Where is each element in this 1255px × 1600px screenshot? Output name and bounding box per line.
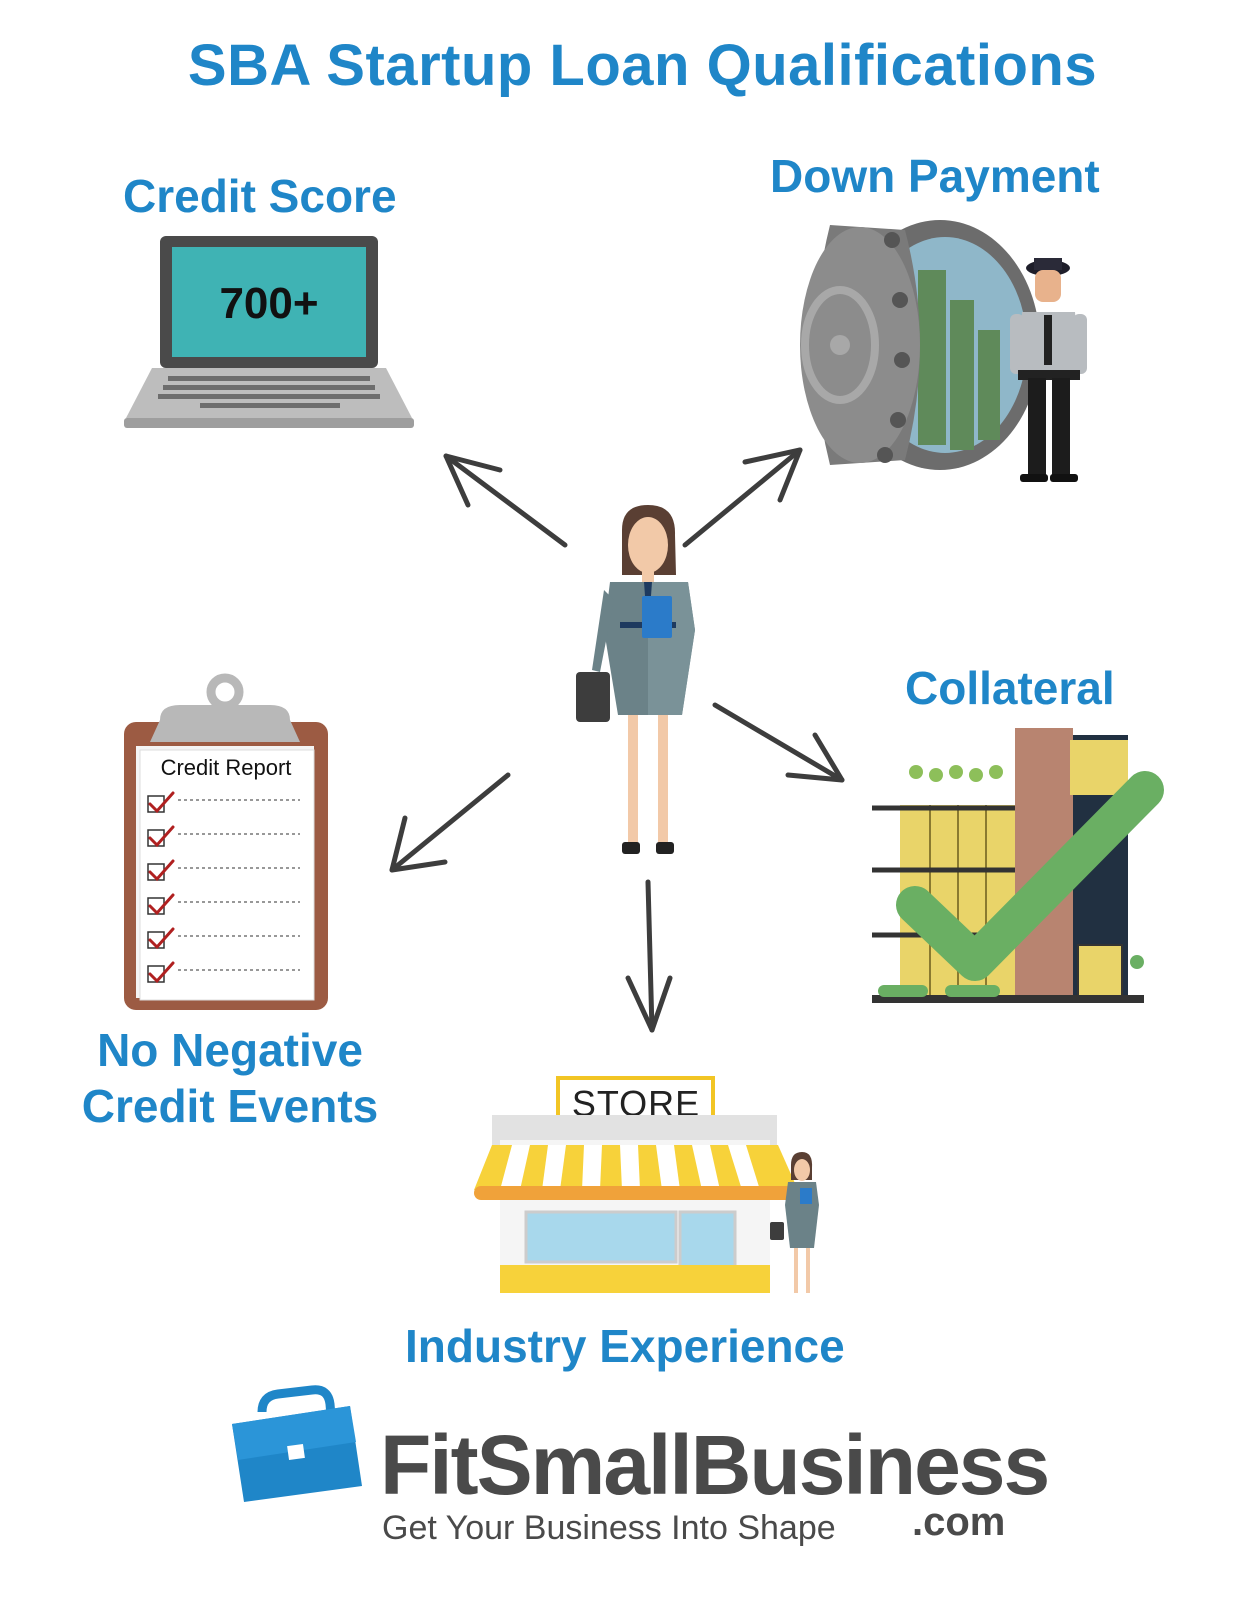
negative-credit-label-line1: No Negative [97, 1024, 363, 1076]
arrow-to-industry [625, 879, 673, 1033]
down-payment-label: Down Payment [770, 150, 1100, 202]
arrows [389, 447, 845, 1033]
checkmark-icon [896, 771, 1164, 981]
negative-credit-label: No Negative Credit Events [70, 1022, 390, 1134]
security-guard-icon [1010, 258, 1087, 482]
clipboard-title: Credit Report [161, 755, 292, 780]
vault-icon [800, 220, 1040, 470]
laptop-icon: 700+ [124, 236, 414, 428]
arrow-to-credit-score [443, 453, 568, 548]
arrow-to-negative-credit [389, 772, 511, 873]
credit-score-label: Credit Score [123, 170, 397, 222]
negative-credit-label-line2: Credit Events [81, 1080, 379, 1132]
logo-name: FitSmallBusiness [380, 1418, 1050, 1512]
briefcase-logo-icon [232, 1385, 362, 1502]
small-businesswoman-icon [770, 1152, 819, 1293]
industry-experience-label: Industry Experience [405, 1320, 845, 1372]
businesswoman-icon [576, 505, 695, 854]
logo-tagline: Get Your Business Into Shape [382, 1509, 836, 1547]
store-icon: STORE [474, 1076, 798, 1293]
logo-domain: .com [912, 1500, 1006, 1544]
clipboard-icon: Credit Report [124, 673, 328, 1010]
arrow-to-collateral [712, 702, 845, 783]
building-icon [872, 728, 1164, 1003]
page-title: SBA Startup Loan Qualifications [187, 33, 1098, 98]
credit-score-value: 700+ [219, 279, 318, 328]
collateral-label: Collateral [905, 662, 1115, 714]
store-awning [474, 1145, 798, 1200]
arrow-to-down-payment [682, 447, 803, 548]
